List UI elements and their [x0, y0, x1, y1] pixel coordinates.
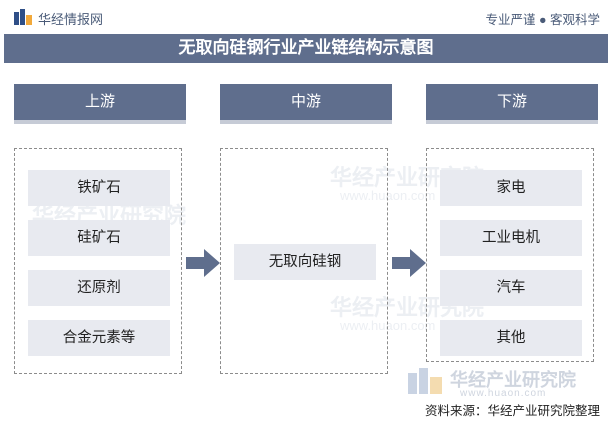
footer-brand-name: 华经产业研究院 — [450, 370, 576, 390]
upstream-item: 铁矿石 — [28, 170, 170, 206]
column-header-downstream: 下游 — [426, 84, 598, 124]
source-note: 资料来源：华经产业研究院整理 — [424, 404, 600, 418]
upstream-item: 硅矿石 — [28, 220, 170, 256]
footer-url: www.huaon.com — [460, 388, 547, 399]
slogan: 专业严谨 ● 客观科学 — [485, 13, 601, 27]
brand-name: 华经情报网 — [38, 12, 104, 27]
upstream-box — [14, 148, 182, 374]
flow-arrow-icon — [392, 249, 426, 277]
downstream-item: 汽车 — [440, 270, 582, 306]
brand-logo-icon — [408, 368, 442, 394]
top-bar: 华经情报网 专业严谨 ● 客观科学 — [0, 0, 612, 32]
page-title: 无取向硅钢行业产业链结构示意图 — [178, 38, 434, 58]
downstream-item: 工业电机 — [440, 220, 582, 256]
footer-brand: 华经产业研究院 www.huaon.com — [408, 366, 608, 399]
flow-arrow-icon — [186, 249, 220, 277]
title-bar: 无取向硅钢行业产业链结构示意图 — [4, 34, 608, 63]
upstream-item: 合金元素等 — [28, 320, 170, 356]
brand-logo-icon — [14, 9, 32, 25]
column-header-midstream: 中游 — [220, 84, 392, 124]
downstream-box — [426, 148, 594, 362]
downstream-item: 其他 — [440, 320, 582, 356]
midstream-box — [220, 148, 388, 374]
midstream-item: 无取向硅钢 — [234, 244, 376, 280]
column-header-upstream: 上游 — [14, 84, 186, 124]
downstream-item: 家电 — [440, 170, 582, 206]
upstream-item: 还原剂 — [28, 270, 170, 306]
